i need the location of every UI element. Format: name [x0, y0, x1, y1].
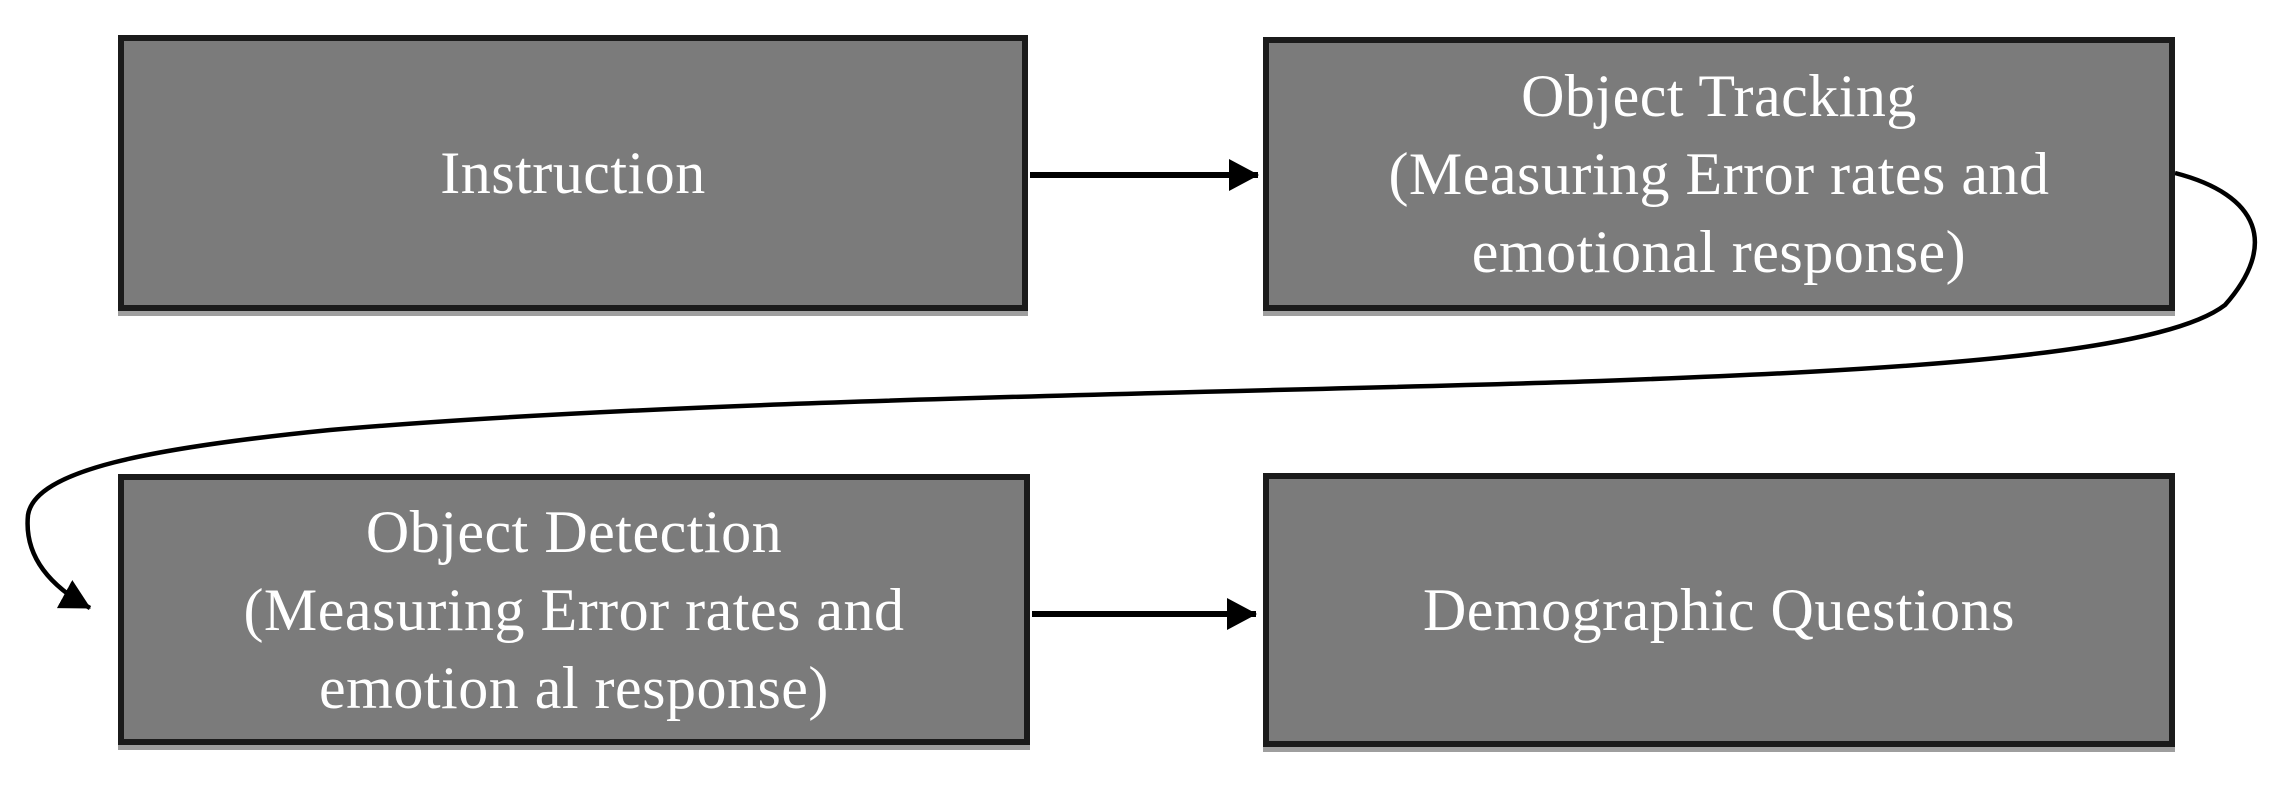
label-line: emotion al response): [319, 654, 829, 721]
node-object-detection: Object Detection (Measuring Error rates …: [118, 474, 1030, 745]
node-object-tracking-label: Object Tracking (Measuring Error rates a…: [1388, 57, 2049, 291]
label-line: (Measuring Error rates and: [1388, 141, 2050, 207]
label-line: emotional response): [1471, 219, 1967, 285]
node-object-detection-label: Object Detection (Measuring Error rates …: [243, 493, 904, 727]
node-instruction-label: Instruction: [440, 134, 705, 212]
label-line: Object Tracking: [1521, 63, 1917, 129]
label-line: Instruction: [440, 140, 706, 206]
node-instruction: Instruction: [118, 35, 1028, 311]
node-object-tracking: Object Tracking (Measuring Error rates a…: [1263, 37, 2175, 311]
node-demographic-questions: Demographic Questions: [1263, 473, 2175, 747]
label-line: Demographic Questions: [1422, 577, 2016, 643]
label-line: (Measuring Error rates and: [243, 576, 905, 643]
node-demographic-questions-label: Demographic Questions: [1423, 571, 2015, 649]
label-line: Object Detection: [365, 498, 783, 565]
